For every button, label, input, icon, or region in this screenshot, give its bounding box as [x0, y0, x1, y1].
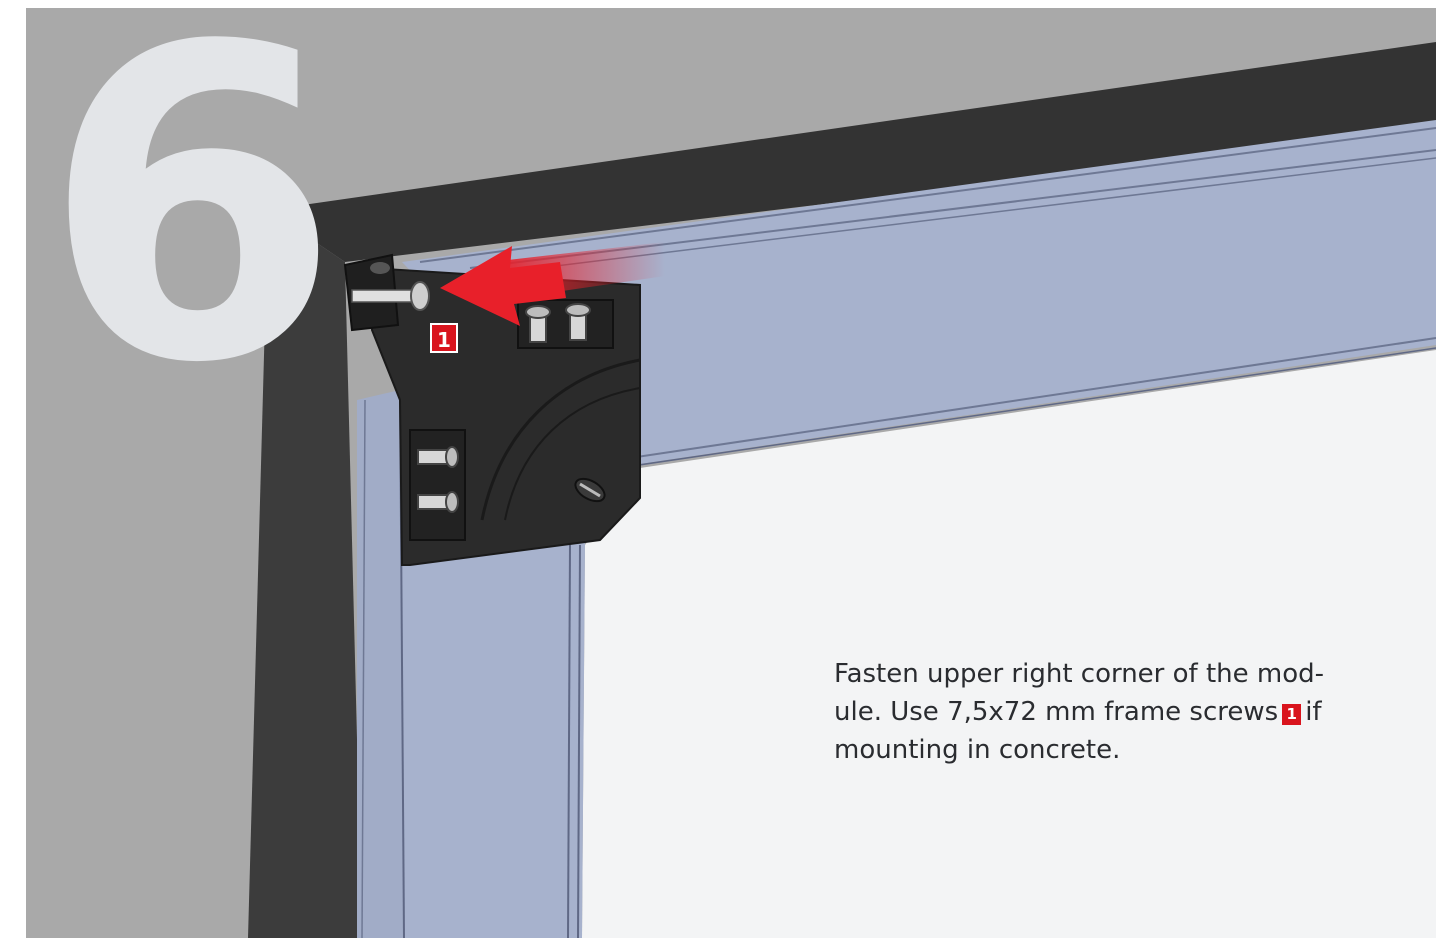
bracket-bolt-icon [525, 303, 591, 343]
inline-callout-frame-screw: 1 [1282, 704, 1302, 725]
instruction-line-3: mounting in concrete. [834, 735, 1121, 765]
lintel [268, 42, 1436, 262]
frame-screw-icon [351, 281, 430, 311]
callout-frame-screw: 1 [430, 323, 458, 353]
left-frame-outer [357, 390, 404, 938]
jamb-shadow [248, 210, 362, 938]
panel [582, 350, 1436, 938]
left-frame-rail [400, 540, 585, 938]
slot-screw-icon [574, 477, 606, 503]
red-left-arrow-icon [440, 242, 665, 326]
top-frame-rail [402, 120, 1436, 470]
instruction-line-1: Fasten upper right corner of the mod- [834, 659, 1325, 689]
instruction-line-2-end: if [1305, 697, 1322, 727]
bracket-side-bolt-icon [417, 446, 459, 513]
instruction-text: Fasten upper right corner of the mod- ul… [834, 655, 1394, 769]
instruction-line-2-start: ule. Use 7,5x72 mm frame screws [834, 697, 1279, 727]
